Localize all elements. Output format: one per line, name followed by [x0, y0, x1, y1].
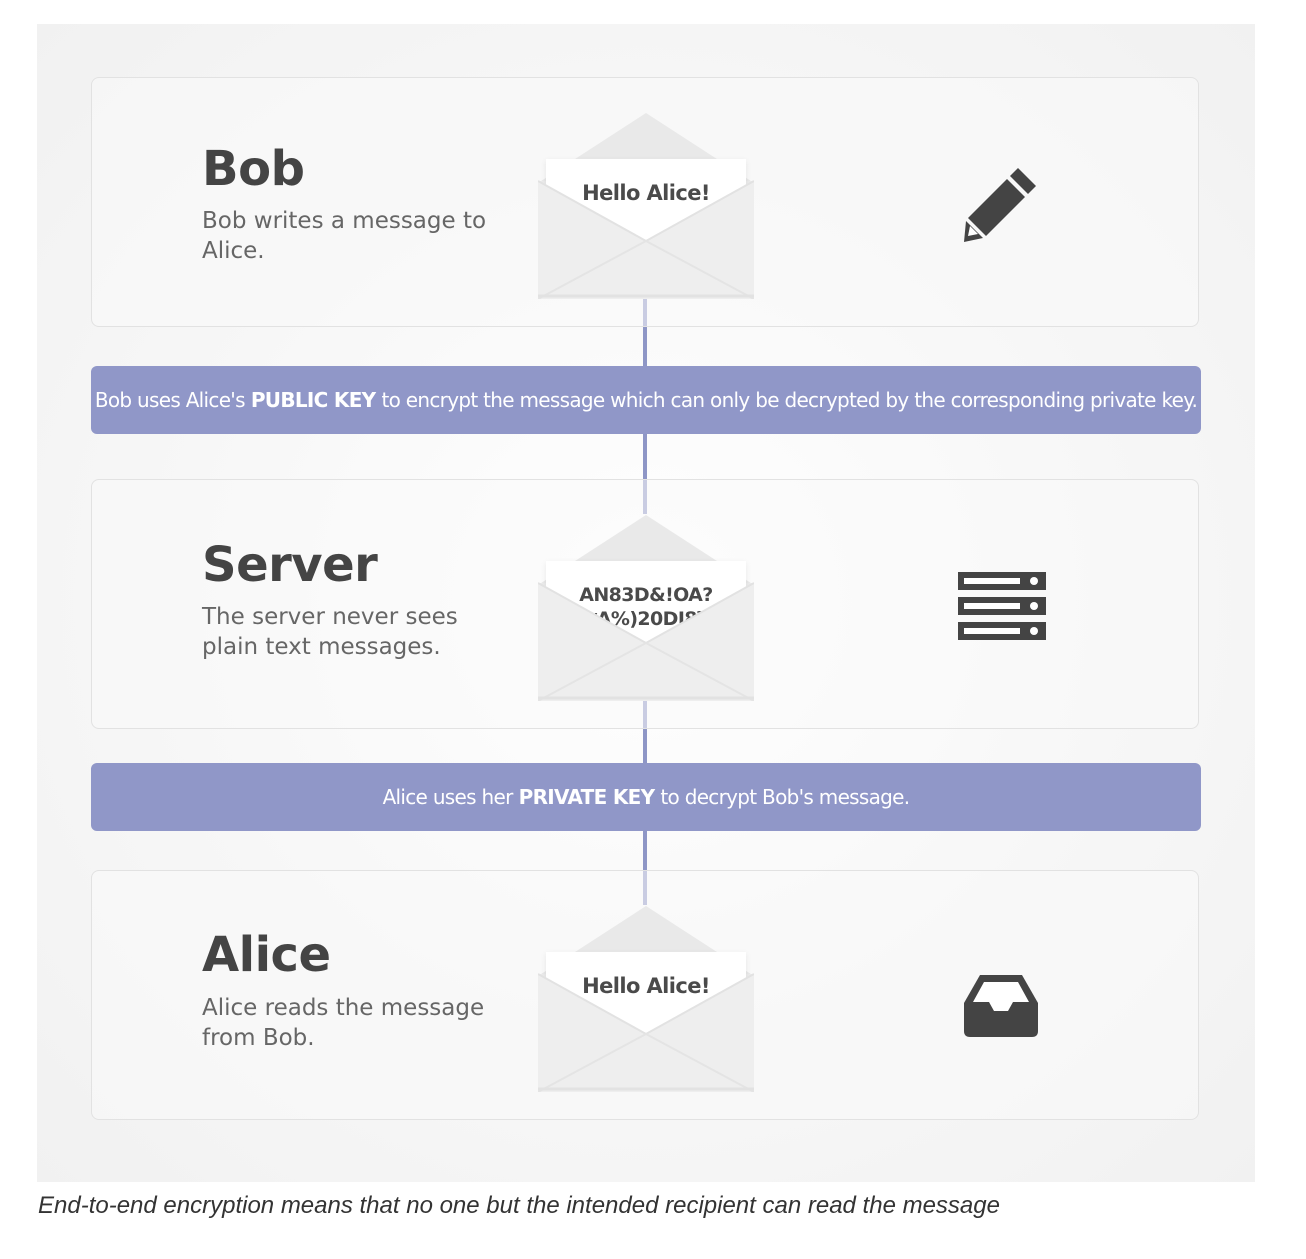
server-letter-text: AN83D&!OA? ʸA%)20DJ8ˀ [579, 584, 713, 630]
server-panel: Server The server never sees plain text … [91, 479, 1199, 729]
public-key-banner-before: Bob uses Alice's [94, 388, 246, 412]
alice-title: Alice [202, 927, 331, 983]
connector-banner-to-alice [643, 831, 647, 905]
server-description: The server never sees plain text message… [202, 604, 458, 660]
bob-panel: Bob Bob writes a message to Alice. Hello… [91, 77, 1199, 327]
private-key-banner: Alice uses her PRIVATE KEY to decrypt Bo… [91, 763, 1201, 831]
alice-letter: Hello Alice! [546, 952, 746, 1034]
figure-caption: End-to-end encryption means that no one … [38, 1192, 1000, 1219]
private-key-banner-before: Alice uses her [382, 785, 514, 809]
public-key-banner: Bob uses Alice's PUBLIC KEY to encrypt t… [91, 366, 1201, 434]
alice-panel: Alice Alice reads the message from Bob. … [91, 870, 1199, 1120]
bob-description: Bob writes a message to Alice. [202, 208, 487, 264]
public-key-label: PUBLIC KEY [250, 388, 376, 412]
server-title: Server [202, 537, 378, 593]
pencil-icon [964, 168, 1036, 242]
bob-title: Bob [202, 141, 305, 197]
bob-envelope: Hello Alice! [538, 113, 754, 299]
alice-envelope: Hello Alice! [538, 906, 754, 1092]
alice-letter-text: Hello Alice! [582, 974, 710, 998]
private-key-banner-after: to decrypt Bob's message. [660, 785, 910, 809]
server-letter: AN83D&!OA? ʸA%)20DJ8ˀ [546, 561, 746, 643]
public-key-banner-after: to encrypt the message which can only be… [381, 388, 1198, 412]
inbox-icon [964, 975, 1038, 1037]
alice-description: Alice reads the message from Bob. [202, 995, 485, 1051]
bob-letter-text: Hello Alice! [582, 181, 710, 205]
connector-server-to-banner [643, 694, 647, 764]
connector-bob-to-banner [643, 295, 647, 367]
private-key-label: PRIVATE KEY [518, 785, 655, 809]
server-icon [958, 572, 1046, 640]
connector-banner-to-server [643, 434, 647, 514]
bob-letter: Hello Alice! [546, 159, 746, 241]
server-envelope: AN83D&!OA? ʸA%)20DJ8ˀ [538, 515, 754, 701]
